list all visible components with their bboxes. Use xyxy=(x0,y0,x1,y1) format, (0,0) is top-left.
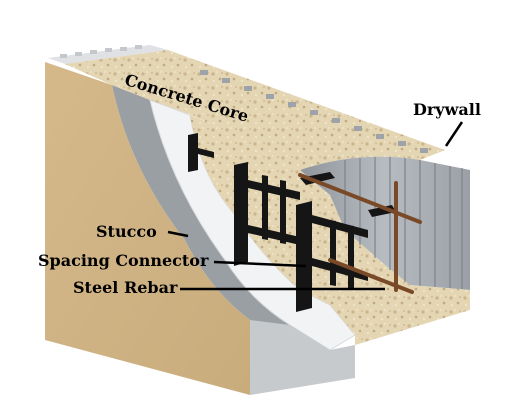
leader-lines xyxy=(167,121,464,291)
concrete-core-top xyxy=(65,50,445,170)
concrete-floor xyxy=(355,285,470,345)
drywall-top-teeth xyxy=(200,70,428,153)
label-steel-rebar: Steel Rebar xyxy=(73,278,178,297)
foam-block-teeth xyxy=(60,45,142,58)
steel-rebar xyxy=(298,173,422,294)
base-coat-layer xyxy=(112,85,290,395)
label-stucco: Stucco xyxy=(96,222,157,241)
stucco-layer xyxy=(45,62,250,395)
wall-base xyxy=(250,320,355,395)
drywall-leader xyxy=(444,121,464,147)
label-spacing-connector: Spacing Connector xyxy=(38,251,209,270)
spacing-connector-leader xyxy=(213,260,307,268)
stucco-leader xyxy=(167,230,189,238)
label-drywall: Drywall xyxy=(413,100,481,119)
spacing-connectors xyxy=(188,133,396,312)
foam-top-edge xyxy=(48,45,168,64)
